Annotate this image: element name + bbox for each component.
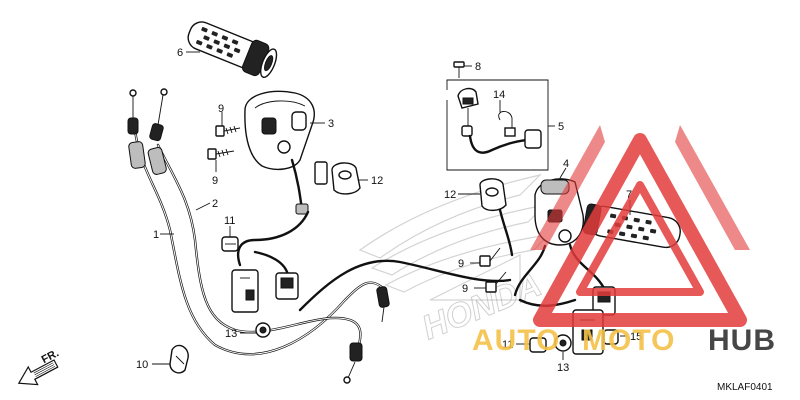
screw-upper-right: [479, 247, 501, 267]
callout-3: 3: [328, 118, 334, 130]
diagram-code: MKLAF0401: [717, 382, 773, 393]
throttle-grip: [187, 21, 278, 78]
throttle-cable-1: [133, 128, 387, 356]
callout-numbers: 1 2 3 4 5 6 7 8 9 9 9 9 10 11 11 12 12 1…: [136, 47, 642, 374]
logo-word-hub: HUB: [708, 324, 776, 357]
callout-9-upper-left: 9: [218, 103, 224, 115]
callout-15: 15: [630, 331, 642, 343]
wire-band-bottom: [169, 344, 189, 374]
right-switch-connectors: [231, 250, 512, 313]
callout-14: 14: [493, 89, 505, 101]
callout-2: 2: [212, 198, 218, 210]
callout-11-right: 11: [502, 339, 513, 351]
site-logo-overlay: AUTO MOTO HUB: [472, 125, 776, 357]
callout-4: 4: [563, 158, 569, 170]
callout-12-left: 12: [371, 175, 383, 187]
logo-word-moto: MOTO: [582, 324, 675, 357]
throttle-cable-2: [156, 143, 362, 352]
arrow-left-icon: [17, 359, 59, 386]
callout-13-right: 13: [557, 362, 569, 374]
callout-9-lower-right: 9: [462, 283, 468, 295]
callout-13-left: 13: [225, 328, 237, 340]
screw-lower-right: [485, 271, 507, 293]
cable-end-fittings-bottom: [343, 286, 390, 384]
cable-clamp-left: [331, 162, 361, 195]
wire-clip-left: [255, 322, 271, 338]
callout-12-right: 12: [444, 189, 456, 201]
clutch-switch-group-box: [446, 79, 549, 171]
wire-clip-far-right: [603, 329, 619, 345]
callout-10: 10: [136, 359, 148, 371]
cable-clamp-right: [479, 178, 507, 212]
cable-end-fittings-top: [127, 88, 168, 175]
screw-lower-left: [207, 148, 235, 160]
callout-8: 8: [475, 61, 481, 73]
wire-clip-right: [529, 334, 572, 353]
callout-7: 7: [626, 189, 632, 201]
screw-upper-left: [215, 125, 241, 137]
logo-triangle-icon: [530, 125, 750, 327]
callout-9-upper-right: 9: [458, 258, 464, 270]
direction-label: FR.: [40, 347, 61, 366]
screw-top: [453, 61, 465, 78]
callout-11-left: 11: [224, 215, 235, 227]
right-switch-housing: [236, 90, 328, 267]
callout-9-lower-left: 9: [212, 175, 218, 187]
callout-5: 5: [558, 121, 564, 133]
wire-band-left: [221, 236, 239, 252]
logo-word-auto: AUTO: [472, 324, 560, 357]
callout-1: 1: [153, 229, 159, 241]
front-direction-arrow: FR.: [17, 347, 61, 386]
callout-6: 6: [177, 47, 183, 59]
